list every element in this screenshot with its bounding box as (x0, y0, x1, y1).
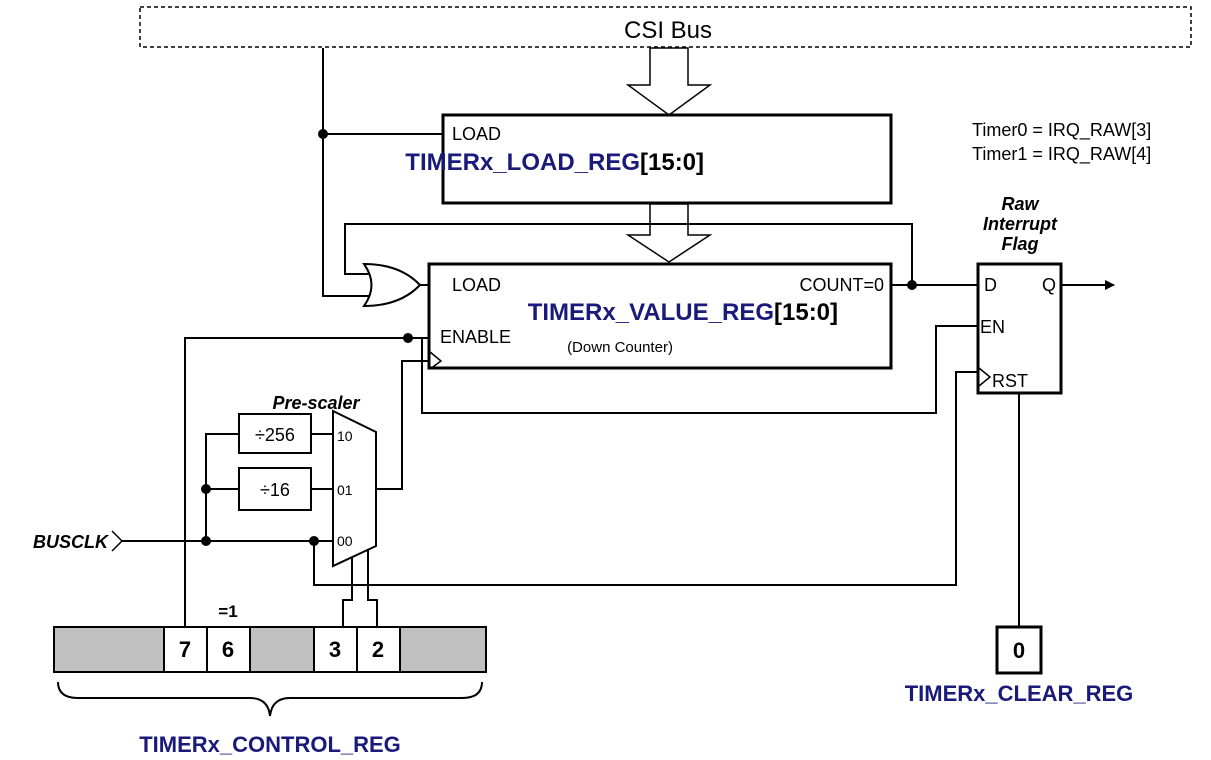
prescaler-mux (332, 409, 377, 568)
control-bit-2 (356, 626, 401, 673)
control-bit-3-label: 3 (329, 637, 341, 662)
load-register: LOAD TIMERx_LOAD_REG [15:0] (405, 113, 893, 205)
bus-to-load-arrow (625, 47, 713, 116)
raw-interrupt-flag: Raw Interrupt Flag D Q EN RST (976, 194, 1063, 395)
wires-upper (318, 48, 1115, 297)
csi-bus: CSI Bus (139, 6, 1192, 48)
clear-register: 0 TIMERx_CLEAR_REG (905, 625, 1134, 706)
flag-title-line1: Raw (1001, 194, 1039, 214)
prescaler-div256: ÷256 (255, 425, 295, 445)
prescaler: Pre-scaler ÷256 ÷16 10 01 00 (238, 393, 377, 568)
irq-note-timer1: Timer1 = IRQ_RAW[4] (972, 144, 1151, 165)
control-bit6-note: =1 (218, 602, 237, 621)
flag-d-pin: D (984, 275, 997, 295)
mux-input-10: 10 (337, 428, 353, 444)
prescaler-title: Pre-scaler (272, 393, 360, 413)
value-register: LOAD COUNT=0 TIMERx_VALUE_REG [15:0] ENA… (427, 262, 893, 370)
load-reg-load-pin: LOAD (452, 124, 501, 144)
busclk-input: BUSCLK (33, 530, 124, 552)
control-bit-7 (163, 626, 208, 673)
prescaler-div16: ÷16 (260, 480, 290, 500)
value-reg-name: TIMERx_VALUE_REG (528, 299, 774, 326)
busclk-port-icon (111, 530, 124, 552)
control-register: =1 7 6 3 2 TIMERx_CONTROL_REG (53, 602, 487, 757)
flag-clock-pin (978, 367, 992, 387)
value-reg-load-pin: LOAD (452, 275, 501, 295)
mux-input-00: 00 (337, 533, 353, 549)
load-reg-name: TIMERx_LOAD_REG (405, 149, 640, 176)
value-reg-count-pin: COUNT=0 (799, 275, 884, 295)
flag-en-pin: EN (980, 317, 1005, 337)
control-bit-6-label: 6 (222, 637, 234, 662)
flag-title-line3: Flag (1001, 234, 1038, 254)
value-reg-clock-pin (429, 351, 443, 370)
control-bit-3 (313, 626, 358, 673)
flag-rst-pin: RST (992, 371, 1028, 391)
mux-input-01: 01 (337, 482, 353, 498)
busclk-label: BUSCLK (33, 532, 110, 552)
load-reg-bits: [15:0] (640, 149, 704, 176)
value-reg-bits: [15:0] (774, 299, 838, 326)
clear-bit-0-label: 0 (1013, 638, 1025, 663)
wires-lower (122, 325, 1020, 627)
value-reg-sub: (Down Counter) (567, 339, 673, 356)
clear-reg-name: TIMERx_CLEAR_REG (905, 681, 1134, 706)
control-brace (57, 681, 483, 717)
csi-bus-label: CSI Bus (624, 17, 712, 44)
irq-note-timer0: Timer0 = IRQ_RAW[3] (972, 120, 1151, 141)
value-reg-enable-pin: ENABLE (440, 327, 511, 347)
control-reg-name: TIMERx_CONTROL_REG (139, 732, 401, 757)
load-to-value-arrow (625, 203, 713, 263)
flag-title-line2: Interrupt (983, 214, 1058, 234)
flag-q-pin: Q (1042, 275, 1056, 295)
control-bit-7-label: 7 (179, 637, 191, 662)
control-bit-2-label: 2 (372, 637, 384, 662)
control-bit-6 (206, 626, 251, 673)
or-gate (362, 262, 422, 308)
